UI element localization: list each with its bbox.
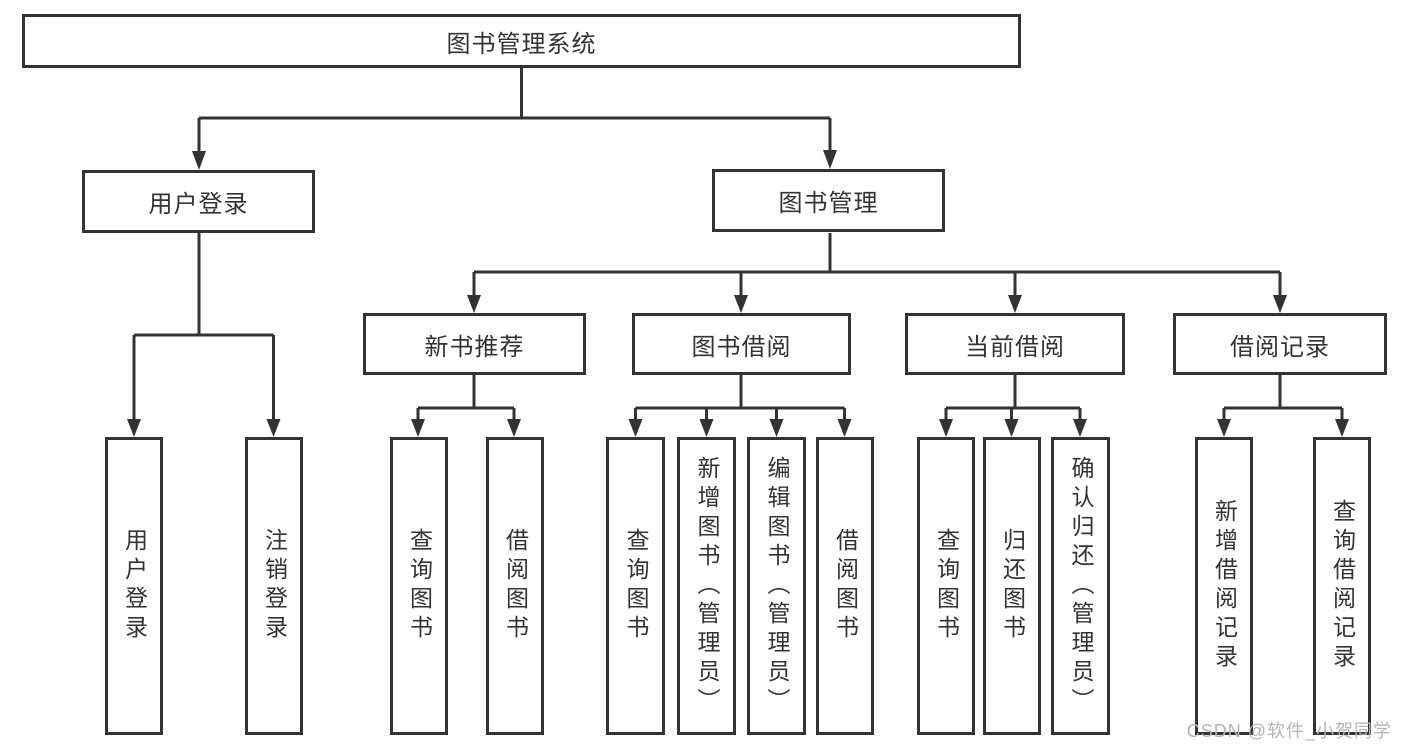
node-label: 查询图书 — [406, 528, 433, 644]
connector-book-borrow — [628, 375, 852, 437]
connector-user-login — [127, 233, 281, 437]
node-label: 借阅记录 — [1230, 333, 1330, 361]
arrowhead — [823, 150, 837, 169]
node-label: 确认归还（管理员） — [1068, 455, 1094, 717]
arrowhead — [1273, 295, 1287, 313]
leaf-return-book: 归还图书 — [983, 437, 1041, 735]
arrowhead — [628, 419, 643, 437]
arrowhead — [1073, 419, 1087, 437]
node-label: 图书管理系统 — [446, 30, 597, 58]
node-label: 当前借阅 — [965, 333, 1065, 361]
node-label: 图书管理 — [778, 190, 879, 217]
leaf-query-books-recommend: 查询图书 — [390, 437, 448, 735]
node-label: 用户登录 — [148, 191, 249, 218]
leaf-query-borrow-record: 查询借阅记录 — [1313, 437, 1371, 735]
node-label: 借阅图书 — [502, 528, 529, 644]
arrowhead — [769, 419, 784, 437]
node-label: 借阅图书 — [832, 528, 859, 644]
leaf-borrow-books-2: 借阅图书 — [816, 437, 874, 735]
leaf-edit-book-admin: 编辑图书（管理员） — [747, 437, 806, 735]
node-book-borrow: 图书借阅 — [632, 313, 851, 375]
node-label: 归还图书 — [999, 528, 1026, 644]
leaf-query-books-current: 查询图书 — [917, 437, 975, 735]
node-borrow-records: 借阅记录 — [1173, 313, 1387, 375]
connector-book-management — [467, 233, 1287, 313]
connector-current-borrow — [939, 375, 1087, 437]
node-new-book-recommend: 新书推荐 — [363, 313, 586, 375]
arrowhead — [127, 419, 141, 437]
leaf-add-borrow-record: 新增借阅记录 — [1195, 437, 1253, 735]
arrowhead — [1335, 419, 1349, 437]
arrowhead — [939, 419, 953, 437]
connector-new-book — [411, 375, 521, 437]
watermark: CSDN @软件_小贺同学 — [1186, 721, 1392, 741]
leaf-add-book-admin: 新增图书（管理员） — [677, 437, 736, 735]
node-book-management: 图书管理 — [712, 169, 945, 232]
arrowhead — [837, 419, 852, 437]
node-label: 查询图书 — [623, 528, 649, 644]
leaf-confirm-return-admin: 确认归还（管理员） — [1051, 437, 1110, 735]
arrowhead — [1004, 419, 1019, 437]
arrowhead — [734, 295, 748, 313]
arrowhead — [1008, 295, 1022, 313]
leaf-query-books-borrow: 查询图书 — [606, 437, 665, 735]
leaf-borrow-books-recommend: 借阅图书 — [486, 437, 544, 735]
connector-borrow-records — [1217, 375, 1349, 437]
arrowhead — [1217, 419, 1231, 437]
node-label: 编辑图书（管理员） — [764, 455, 790, 717]
arrowhead — [507, 419, 521, 437]
node-label: 新增图书（管理员） — [694, 455, 720, 717]
leaf-logout: 注销登录 — [245, 437, 303, 735]
node-label: 注销登录 — [261, 528, 288, 644]
node-label: 新书推荐 — [424, 333, 525, 361]
arrowhead — [411, 419, 425, 437]
node-label: 新增借阅记录 — [1211, 499, 1238, 673]
node-root: 图书管理系统 — [22, 14, 1021, 68]
leaf-user-login: 用户登录 — [105, 437, 163, 735]
node-label: 图书借阅 — [691, 333, 792, 361]
node-current-borrow: 当前借阅 — [905, 313, 1125, 375]
node-label: 查询图书 — [933, 528, 960, 644]
node-label: 用户登录 — [121, 528, 148, 644]
connector-root — [192, 68, 837, 170]
arrowhead — [266, 419, 281, 437]
node-user-login: 用户登录 — [82, 170, 315, 233]
node-label: 查询借阅记录 — [1329, 499, 1356, 673]
arrowhead — [467, 295, 481, 313]
arrowhead — [699, 419, 714, 437]
arrowhead — [192, 151, 206, 170]
